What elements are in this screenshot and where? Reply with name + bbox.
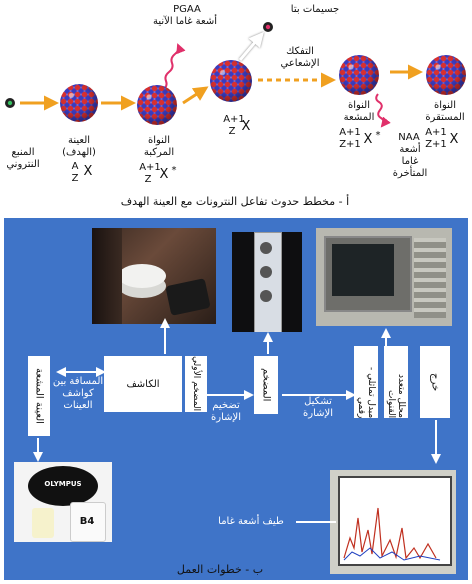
radiating-Z: Z+1 [339,139,361,150]
stable-nucleus [426,55,466,95]
radioactive-sample-box: العينة المشعة [28,356,50,436]
top-diagram-graphics [5,22,423,128]
spectrum-photo [330,470,456,574]
spectrum-label: طيف أشعة غاما [218,516,284,527]
radiating-X: X [363,132,373,147]
target-Z: Z [71,173,79,184]
mid-X: X [241,119,251,134]
mca-photo [316,228,452,326]
detector-photo [92,228,216,324]
detector-box: الكاشف [104,356,182,412]
stable-A: A+1 [425,127,447,138]
compound-X: X [159,167,169,182]
target-X: X [83,164,93,179]
pgaa-wavy-arrow [162,43,186,91]
compound-star: * [171,165,177,176]
caption-bottom: ب - خطوات العمل [176,563,264,576]
beta-label: جسيمات بتا [290,4,340,15]
target-label: العينة(الهدف) [62,135,96,158]
amplifier-box: المضخم [254,356,278,414]
caption-top: أ - مخطط حدوث تفاعل النترونات مع العينة … [120,195,350,208]
output-box: خرج [420,346,450,418]
preamp-box: المضخم الأولي [185,356,207,412]
pgaa-desc: أشعة غاما الآنية [152,16,218,27]
sample-vials-photo: OLYMPUS B4 [14,462,112,542]
target-nucleus [60,84,98,122]
vial-label: B4 [79,516,95,527]
arrow-beta [238,31,264,61]
amplifier-photo [232,232,302,332]
compound-nucleus [137,85,177,125]
pgaa-label: PGAA [173,4,201,15]
naa-label: NAA [398,132,420,143]
mid-nucleus [210,60,252,102]
compound-Z: Z [144,174,152,185]
compound-A: A+1 [139,162,161,173]
arrow-compound-mid [182,86,209,105]
adc-box: مبدل تماثلي - رقمي [354,346,378,418]
radiating-star: * [375,130,381,141]
radiating-nucleus [339,55,379,95]
naa-wavy-arrow [375,93,391,128]
target-A: A [71,161,79,172]
radiating-A: A+1 [339,127,361,138]
mid-A: A+1 [223,114,245,125]
mca-box: محلل متعدد القنوات [384,346,408,418]
stable-Z: Z+1 [425,139,447,150]
cap-brand: OLYMPUS [44,480,82,488]
mid-Z: Z [228,126,236,137]
stable-X: X [449,132,459,147]
